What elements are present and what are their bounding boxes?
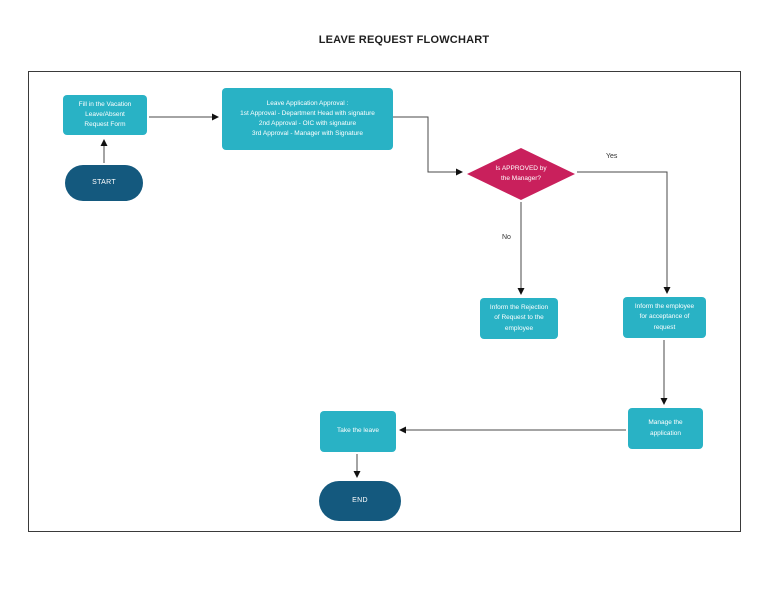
node-take-the-leave: Take the leave [320, 411, 396, 452]
node-manage-application-label: Manage the application [648, 419, 683, 437]
approval-line-1: Leave Application Approval : [266, 99, 349, 107]
approval-line-3: 2nd Approval - OIC with signature [258, 120, 357, 127]
node-end: END [319, 481, 401, 521]
node-fill-request-form-label: Fill in the Vacation Leave/Absent Reques… [78, 100, 132, 129]
node-decision-label: Is APPROVED by the Manager? [495, 164, 547, 182]
page-title: LEAVE REQUEST FLOWCHART [318, 34, 490, 46]
node-fill-request-form: Fill in the Vacation Leave/Absent Reques… [63, 95, 147, 135]
node-leave-application-approval: Leave Application Approval : 1st Approva… [222, 88, 393, 150]
node-manage-application: Manage the application [628, 408, 703, 449]
approval-line-4: 3rd Approval - Manager with Signature [252, 130, 363, 138]
node-start-label: START [92, 178, 116, 186]
node-inform-acceptance: Inform the employee for acceptance of re… [623, 297, 706, 338]
edge-label-no: No [500, 234, 513, 241]
node-inform-rejection: Inform the Rejection of Request to the e… [480, 298, 558, 339]
approval-line-2: 1st Approval - Department Head with sign… [240, 109, 375, 117]
node-end-label: END [352, 496, 368, 504]
node-start: START [65, 165, 143, 201]
node-inform-rejection-label: Inform the Rejection of Request to the e… [489, 304, 549, 332]
node-inform-acceptance-label: Inform the employee for acceptance of re… [634, 303, 695, 331]
node-take-the-leave-label: Take the leave [337, 427, 379, 435]
edge-label-yes: Yes [604, 153, 620, 160]
